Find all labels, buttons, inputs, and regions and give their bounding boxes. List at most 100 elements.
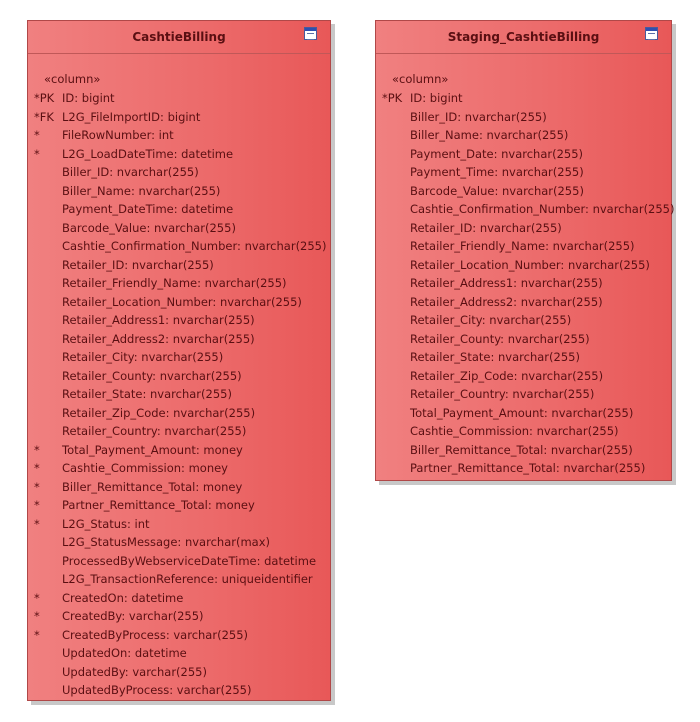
column-row[interactable]: Cashtie_Confirmation_Number: nvarchar(25…: [376, 200, 675, 219]
column-row[interactable]: Retailer_Friendly_Name: nvarchar(255): [376, 237, 671, 256]
key-marker: *: [34, 498, 40, 512]
key-marker: *PK: [34, 91, 55, 105]
column-row[interactable]: L2G_StatusMessage: nvarchar(max): [28, 533, 330, 552]
column-row[interactable]: Retailer_Zip_Code: nvarchar(255): [28, 404, 330, 423]
column-row[interactable]: Biller_Remittance_Total: nvarchar(255): [376, 441, 671, 460]
column-row[interactable]: Retailer_State: nvarchar(255): [28, 385, 330, 404]
key-marker: *: [34, 461, 40, 475]
column-definition: Retailer_Location_Number: nvarchar(255): [410, 257, 650, 272]
column-row[interactable]: Retailer_State: nvarchar(255): [376, 348, 671, 367]
column-row[interactable]: Retailer_Address2: nvarchar(255): [376, 293, 671, 312]
column-definition: Retailer_Friendly_Name: nvarchar(255): [62, 276, 287, 290]
column-row[interactable]: Retailer_Country: nvarchar(255): [376, 385, 671, 404]
column-definition: Retailer_Address1: nvarchar(255): [62, 313, 255, 327]
column-definition: L2G_TransactionReference: uniqueidentifi…: [62, 572, 313, 586]
column-row[interactable]: * CreatedOn: datetime: [28, 589, 330, 608]
column-row[interactable]: Retailer_ID: nvarchar(255): [376, 219, 671, 238]
column-definition: Retailer_City: nvarchar(255): [62, 350, 224, 364]
column-definition: Retailer_ID: nvarchar(255): [62, 257, 214, 272]
column-definition: CreatedByProcess: varchar(255): [62, 627, 248, 642]
column-row[interactable]: *CreatedByProcess: varchar(255): [28, 626, 330, 645]
column-row[interactable]: UpdatedByProcess: varchar(255): [28, 681, 330, 700]
column-row[interactable]: Payment_DateTime: datetime: [28, 200, 330, 219]
key-marker: *: [34, 128, 40, 142]
column-row[interactable]: Biller_ID: nvarchar(255): [28, 163, 330, 182]
column-definition: Retailer_City: nvarchar(255): [410, 313, 572, 327]
column-row[interactable]: Retailer_Country: nvarchar(255): [28, 422, 330, 441]
column-row[interactable]: UpdatedBy: varchar(255): [28, 663, 330, 682]
column-stereotype: «column»: [392, 72, 449, 86]
column-row[interactable]: Biller_Name: nvarchar(255): [376, 126, 671, 145]
column-definition: Biller_Name: nvarchar(255): [62, 183, 221, 198]
column-row[interactable]: *Total_Payment_Amount: money: [28, 441, 330, 460]
column-row[interactable]: Barcode_Value: nvarchar(255): [376, 182, 671, 201]
column-row[interactable]: Barcode_Value: nvarchar(255): [28, 219, 330, 238]
column-definition: Biller_Name: nvarchar(255): [410, 128, 569, 142]
column-definition: Cashtie_Commission: money: [62, 461, 228, 475]
entity-header[interactable]: CashtieBilling: [28, 21, 330, 54]
column-definition: Retailer_Address1: nvarchar(255): [410, 276, 603, 290]
key-marker: *: [34, 146, 40, 161]
column-row[interactable]: Cashtie_Commission: nvarchar(255): [376, 422, 671, 441]
column-row[interactable]: Retailer_County: nvarchar(255): [28, 367, 330, 386]
column-row[interactable]: Cashtie_Confirmation_Number: nvarchar(25…: [28, 237, 330, 256]
column-row[interactable]: Retailer_Location_Number: nvarchar(255): [28, 293, 330, 312]
column-definition: Partner_Remittance_Total: nvarchar(255): [410, 461, 646, 475]
column-definition: UpdatedBy: varchar(255): [62, 664, 207, 679]
column-definition: CreatedBy: varchar(255): [62, 609, 204, 623]
column-row[interactable]: Payment_Time: nvarchar(255): [376, 163, 671, 182]
table-icon: [645, 27, 658, 40]
column-row[interactable]: Retailer_Zip_Code: nvarchar(255): [376, 367, 671, 386]
column-row[interactable]: Retailer_Address1: nvarchar(255): [28, 311, 330, 330]
column-row[interactable]: *L2G_LoadDateTime: datetime: [28, 145, 330, 164]
column-row[interactable]: L2G_TransactionReference: uniqueidentifi…: [28, 570, 330, 589]
column-row[interactable]: UpdatedOn: datetime: [28, 644, 330, 663]
column-row[interactable]: * Cashtie_Commission: money: [28, 459, 330, 478]
column-definition: Barcode_Value: nvarchar(255): [410, 183, 584, 198]
column-row[interactable]: Partner_Remittance_Total: nvarchar(255): [376, 459, 671, 478]
column-row[interactable]: Total_Payment_Amount: nvarchar(255): [376, 404, 671, 423]
column-row[interactable]: Retailer_Location_Number: nvarchar(255): [376, 256, 671, 275]
column-row[interactable]: ProcessedByWebserviceDateTime: datetime: [28, 552, 330, 571]
column-row[interactable]: *Partner_Remittance_Total: money: [28, 496, 330, 515]
column-definition: ProcessedByWebserviceDateTime: datetime: [62, 553, 317, 568]
column-row[interactable]: Biller_ID: nvarchar(255): [376, 108, 671, 127]
column-definition: UpdatedOn: datetime: [62, 646, 187, 660]
column-row[interactable]: Payment_Date: nvarchar(255): [376, 145, 671, 164]
column-definition: Biller_Remittance_Total: money: [62, 479, 243, 494]
table-icon: [304, 27, 317, 40]
column-row[interactable]: *L2G_Status: int: [28, 515, 330, 534]
column-row[interactable]: *Biller_Remittance_Total: money: [28, 478, 330, 497]
entity-header[interactable]: Staging_CashtieBilling: [376, 21, 671, 54]
column-definition: Payment_DateTime: datetime: [62, 202, 234, 216]
column-row[interactable]: *CreatedBy: varchar(255): [28, 607, 330, 626]
column-definition: Retailer_Zip_Code: nvarchar(255): [62, 405, 256, 420]
key-marker: *PK: [382, 91, 403, 105]
key-marker: *: [34, 442, 40, 457]
column-row[interactable]: Retailer_Address1: nvarchar(255): [376, 274, 671, 293]
column-definition: CreatedOn: datetime: [62, 590, 184, 605]
column-definition: L2G_Status: int: [62, 516, 150, 531]
column-row[interactable]: Retailer_County: nvarchar(255): [376, 330, 671, 349]
column-row[interactable]: Retailer_City: nvarchar(255): [376, 311, 671, 330]
column-row[interactable]: Retailer_ID: nvarchar(255): [28, 256, 330, 275]
column-row[interactable]: Biller_Name: nvarchar(255): [28, 182, 330, 201]
column-definition: Biller_Remittance_Total: nvarchar(255): [410, 442, 633, 457]
column-definition: L2G_FileImportID: bigint: [62, 109, 201, 124]
column-definition: Retailer_County: nvarchar(255): [410, 331, 590, 346]
column-row[interactable]: Retailer_City: nvarchar(255): [28, 348, 330, 367]
key-marker: *: [34, 590, 40, 605]
column-definition: Biller_ID: nvarchar(255): [62, 165, 199, 179]
entity-title: CashtieBilling: [132, 30, 226, 44]
column-row[interactable]: Retailer_Friendly_Name: nvarchar(255): [28, 274, 330, 293]
column-row[interactable]: Retailer_Address2: nvarchar(255): [28, 330, 330, 349]
column-row[interactable]: *FileRowNumber: int: [28, 126, 330, 145]
column-definition: Cashtie_Commission: nvarchar(255): [410, 424, 619, 438]
column-definition: Retailer_State: nvarchar(255): [62, 387, 232, 401]
